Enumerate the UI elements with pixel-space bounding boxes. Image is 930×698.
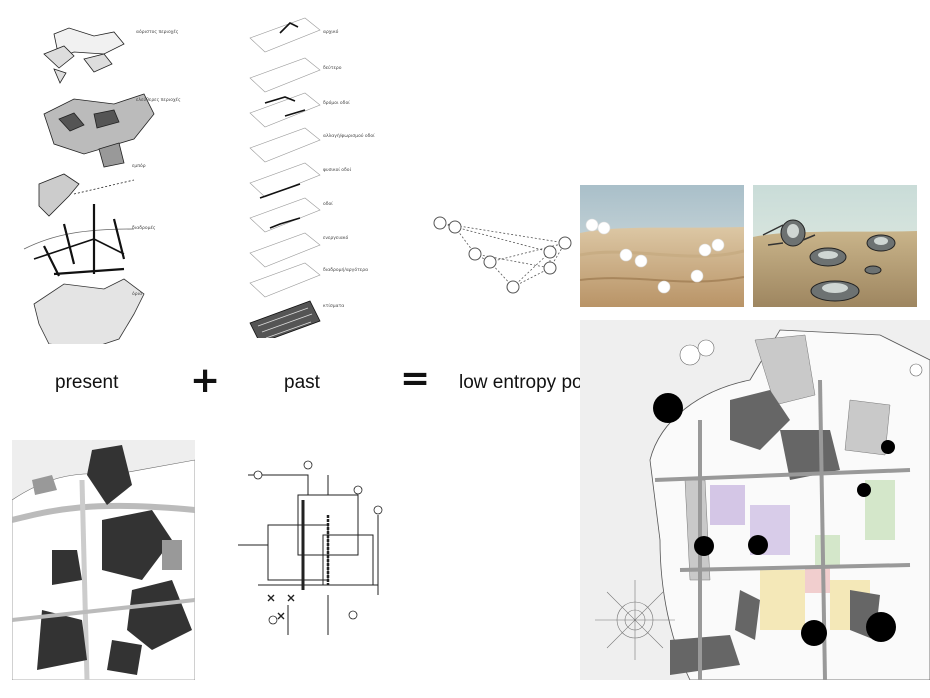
node-network-drawing xyxy=(433,216,572,294)
present-layers-diagram: αόριστος περιοχές ελεύθερες περιοχές εμπ… xyxy=(14,14,184,344)
past-layer-label-2: δεύτερο xyxy=(323,66,342,71)
low-entropy-marker xyxy=(881,440,895,454)
present-layer-label-5: όρια xyxy=(132,292,143,297)
low-entropy-markers xyxy=(653,393,896,646)
present-layer-label-4: διαδρομές xyxy=(132,226,156,231)
equals-sign: = xyxy=(400,358,431,399)
desert-installation-photo xyxy=(753,185,917,307)
past-layer-label-8: διαδρομή/αργότερα xyxy=(323,268,369,273)
node-network-diagram xyxy=(425,210,575,300)
caption-low-entropy-points: low entropy points xyxy=(459,372,613,393)
low-entropy-master-plan xyxy=(580,320,930,680)
past-layer-label-1: αρχικό xyxy=(323,30,339,35)
past-layers-drawing xyxy=(249,17,321,338)
present-map-drawing xyxy=(12,440,195,680)
present-layer-label-1: αόριστος περιοχές xyxy=(136,30,179,35)
desert-photo-with-points xyxy=(580,185,744,307)
past-plan-drawing xyxy=(238,460,383,635)
past-layer-label-4: αλλαγή/φωρισμού οδοί xyxy=(323,134,375,139)
past-site-plan xyxy=(228,455,398,645)
caption-present: present xyxy=(55,372,119,393)
past-layer-label-7: ενεργειακό xyxy=(323,236,349,241)
desert-photo-drawing xyxy=(580,185,744,307)
present-layer-label-3: εμπόρ xyxy=(132,164,146,169)
low-entropy-marker xyxy=(653,393,683,423)
present-layer-label-2: ελεύθερες περιοχές xyxy=(136,98,181,103)
low-entropy-marker xyxy=(748,535,768,555)
present-site-map xyxy=(12,440,195,680)
low-entropy-marker xyxy=(866,612,896,642)
plus-sign: + xyxy=(190,360,221,401)
low-entropy-marker xyxy=(857,483,871,497)
present-layers-drawing xyxy=(23,27,155,344)
past-layer-label-3: δρόμοι οδοί xyxy=(323,101,350,106)
past-layer-label-6: οδοί xyxy=(323,202,333,207)
caption-past: past xyxy=(284,372,320,393)
low-entropy-marker xyxy=(694,536,714,556)
past-layer-label-9: κτίσματα xyxy=(323,304,345,309)
master-plan-drawing xyxy=(580,320,930,680)
past-layers-diagram: αρχικό δεύτερο δρόμοι οδοί αλλαγή/φωρισμ… xyxy=(240,8,380,338)
installation-photo-drawing xyxy=(753,185,917,307)
low-entropy-marker xyxy=(801,620,827,646)
past-layer-label-5: φυσικοί οδοί xyxy=(323,168,352,173)
